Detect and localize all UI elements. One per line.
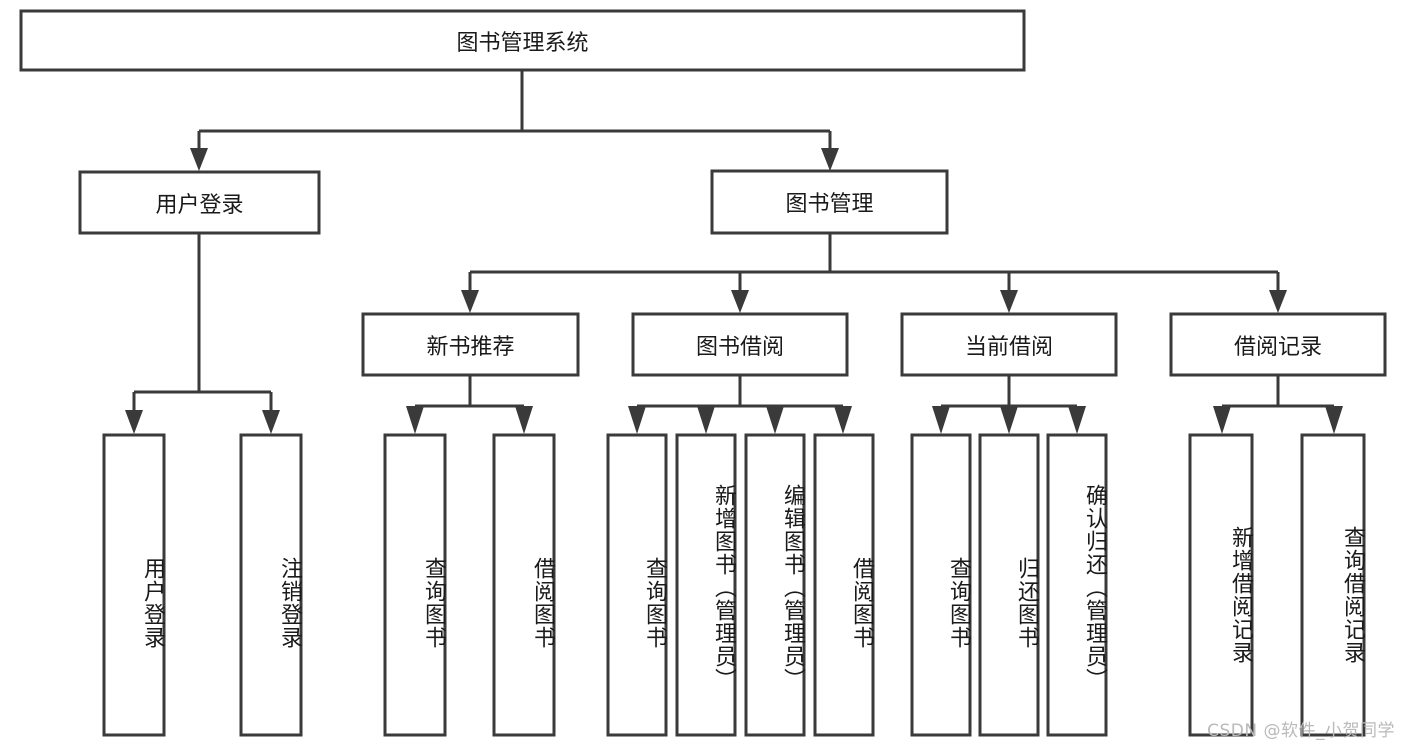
arrowhead-bookborrow-leaf-4 [834,406,852,434]
arrowhead-bookborrow-leaf-1 [628,406,646,434]
node-box-book-borrow[interactable] [631,312,849,377]
leaf-box-logout[interactable] [239,433,303,737]
node-box-book-manage[interactable] [710,169,949,235]
arrowhead-newbook-leaf-2 [515,406,533,434]
arrowhead-borrowrecord-leaf-2 [1325,406,1343,434]
leaf-box-add-book-admin[interactable] [675,433,737,737]
arrowhead-borrowrecord-leaf-1 [1213,406,1231,434]
arrowhead-leaf-logout [262,410,280,434]
arrowhead-currentborrow-leaf-1 [932,406,950,434]
arrowhead-user-login [190,148,208,171]
leaf-box-query-book-2[interactable] [606,433,668,737]
node-box-new-book-recommend[interactable] [361,312,580,377]
csdn-watermark: CSDN @软件_小贺同学 [1207,721,1395,741]
arrowhead-new-book [461,290,479,313]
arrowhead-current-borrow [1000,290,1018,313]
arrowhead-currentborrow-leaf-3 [1068,406,1086,434]
leaf-box-query-book-3[interactable] [910,433,972,737]
leaf-box-return-book[interactable] [978,433,1040,737]
leaf-box-edit-book-admin[interactable] [744,433,806,737]
leaf-box-add-borrow-record[interactable] [1188,433,1254,737]
node-box-root[interactable] [19,9,1026,72]
leaf-box-query-book-1[interactable] [383,433,447,737]
leaf-box-confirm-return-admin[interactable] [1046,433,1108,737]
node-box-borrow-record[interactable] [1169,312,1387,377]
leaf-box-user-login[interactable] [102,433,166,737]
arrowhead-book-borrow [731,290,749,313]
arrowhead-currentborrow-leaf-2 [1000,406,1018,434]
node-box-user-login[interactable] [78,170,321,235]
leaf-box-borrow-book-2[interactable] [813,433,875,737]
arrowhead-borrow-record [1269,290,1287,313]
node-box-layer [19,9,1387,737]
arrowhead-newbook-leaf-1 [406,406,424,434]
arrowhead-book-manage [821,148,839,171]
arrowhead-leaf-user-login [125,410,143,434]
connector-layer [125,70,1343,434]
leaf-box-borrow-book-1[interactable] [492,433,556,737]
arrowhead-bookborrow-leaf-3 [766,406,784,434]
arrowhead-bookborrow-leaf-2 [697,406,715,434]
node-box-current-borrow[interactable] [900,312,1118,377]
leaf-box-query-borrow-record[interactable] [1300,433,1366,737]
